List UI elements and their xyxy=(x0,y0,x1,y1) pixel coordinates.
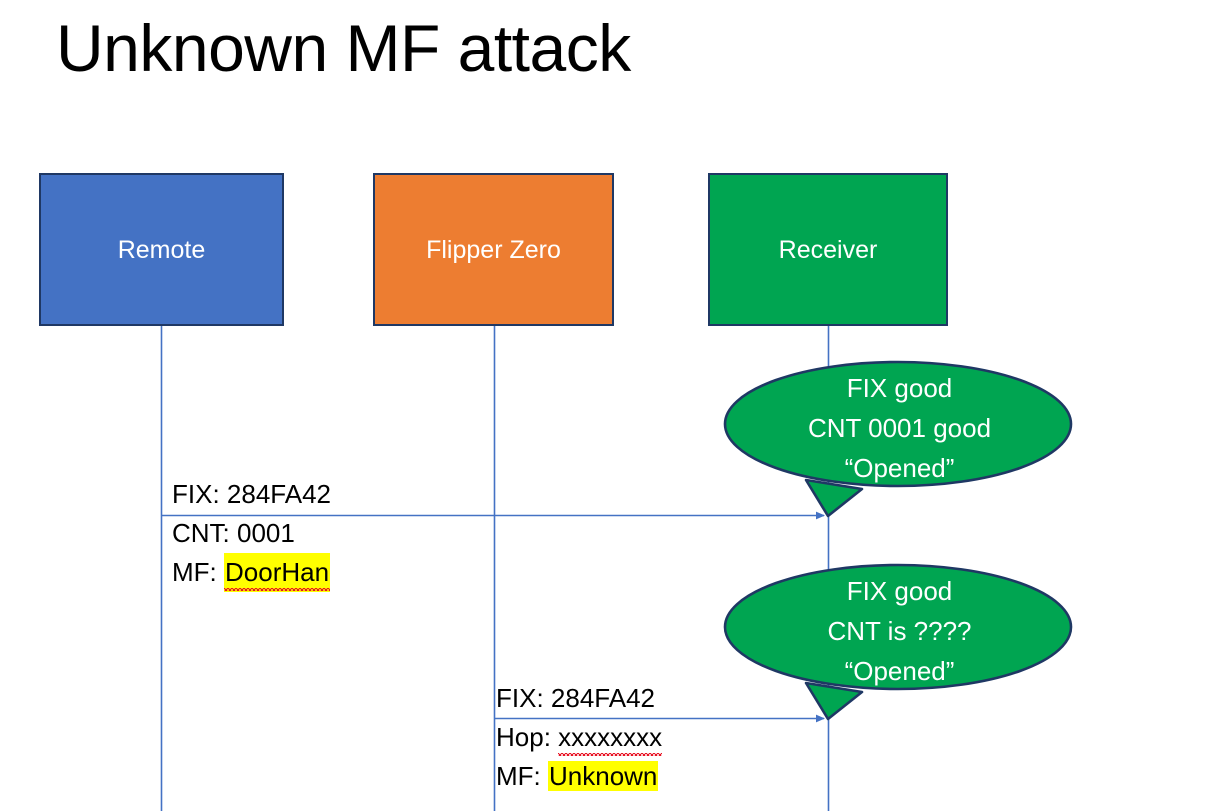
message-labels-remote-to-receiver: FIX: 284FA42 CNT: 0001 MF: DoorHan xyxy=(172,475,331,592)
actor-box-receiver[interactable]: Receiver xyxy=(708,173,948,326)
message-line-mf: MF: DoorHan xyxy=(172,553,331,592)
message-line-fix: FIX: 284FA42 xyxy=(172,475,331,514)
speech-bubble-1-text: FIX good CNT 0001 good “Opened” xyxy=(727,368,1072,488)
message-labels-flipper-to-receiver: FIX: 284FA42 Hop: xxxxxxxx MF: Unknown xyxy=(496,679,663,796)
message-line-mf-prefix: MF: xyxy=(172,557,224,587)
bubble-1-line-3: “Opened” xyxy=(844,453,955,483)
message-line-hop-value: xxxxxxxx xyxy=(558,718,663,757)
bubble-1-line-1: FIX good xyxy=(846,373,953,403)
actor-label-flipper: Flipper Zero xyxy=(426,235,561,264)
actor-label-receiver: Receiver xyxy=(778,235,878,264)
message-line-hop: Hop: xxxxxxxx xyxy=(496,718,663,757)
message-line-mf-2-value: Unknown xyxy=(548,761,659,791)
actor-box-remote[interactable]: Remote xyxy=(39,173,284,326)
bubble-2-line-2: CNT is ???? xyxy=(827,616,972,646)
message-line-fix-2-prefix: FIX: xyxy=(496,683,551,713)
page-title: Unknown MF attack xyxy=(56,11,631,85)
message-line-mf-2-prefix: MF: xyxy=(496,761,548,791)
speech-bubble-2 xyxy=(723,563,1073,721)
message-line-cnt: CNT: 0001 xyxy=(172,514,331,553)
speech-bubble-1 xyxy=(723,360,1073,518)
message-line-fix-2-value: 284FA42 xyxy=(550,683,655,713)
message-line-cnt-value: 0001 xyxy=(237,518,295,548)
bubble-1-line-2: CNT 0001 good xyxy=(807,413,992,443)
message-line-fix-prefix: FIX: xyxy=(172,479,227,509)
message-line-fix-value: 284FA42 xyxy=(226,479,331,509)
message-line-cnt-prefix: CNT: xyxy=(172,518,237,548)
bubble-2-line-3: “Opened” xyxy=(844,656,955,686)
message-line-mf-value: DoorHan xyxy=(224,553,331,592)
actor-label-remote: Remote xyxy=(117,235,206,264)
message-line-fix-2: FIX: 284FA42 xyxy=(496,679,662,718)
message-line-mf-2: MF: Unknown xyxy=(496,757,662,796)
bubble-2-line-1: FIX good xyxy=(846,576,953,606)
actor-box-flipper[interactable]: Flipper Zero xyxy=(373,173,614,326)
message-line-hop-prefix: Hop: xyxy=(496,722,559,752)
speech-bubble-2-text: FIX good CNT is ???? “Opened” xyxy=(727,571,1072,691)
